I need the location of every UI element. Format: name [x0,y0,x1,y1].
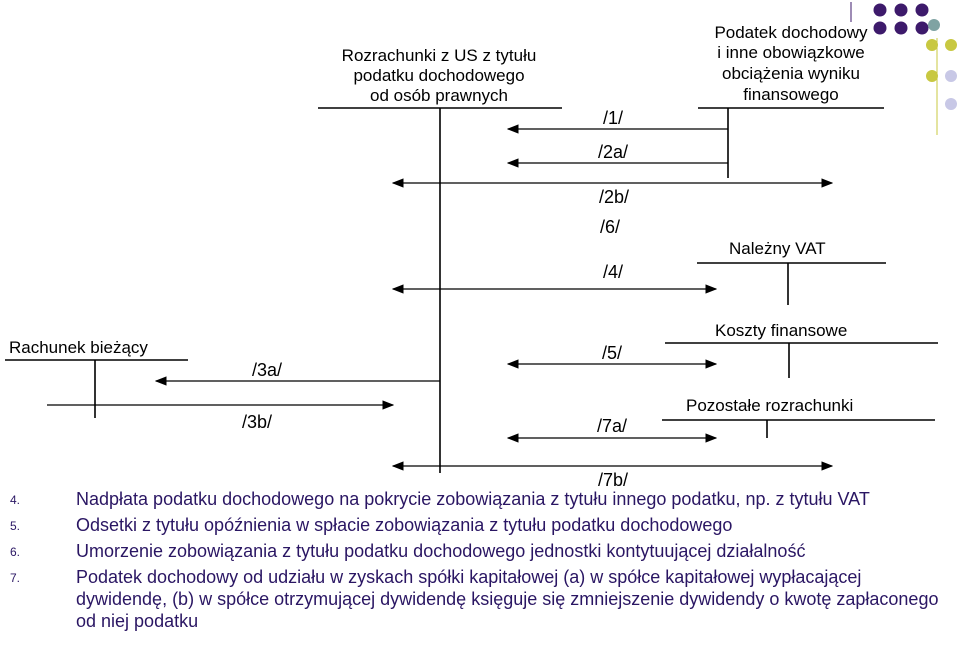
account-podatek-dochodowy: Podatek dochodowy i inne obowiązkowe obc… [698,23,884,178]
decor-dot [894,3,908,17]
decor-dot [926,39,938,51]
account-nalezny-vat: Należny VAT [697,239,886,305]
account-koszty-finansowe: Koszty finansowe [665,321,938,378]
account-us: Rozrachunki z US z tytułu podatku dochod… [318,46,562,473]
decor-dot [945,39,957,51]
account-title-line: podatku dochodowego [353,66,524,85]
operation-arrows [47,124,834,471]
account-title: Rachunek bieżący [9,338,148,357]
account-title-line: obciążenia wyniku [722,64,860,83]
account-pozostale-rozrachunki: Pozostałe rozrachunki [662,396,935,438]
note-item: 5. Odsetki z tytułu opóźnienia w spłacie… [10,514,955,536]
note-item: 6. Umorzenie zobowiązania z tytułu podat… [10,540,955,562]
operation-label: /3b/ [242,412,272,432]
operation-label: /1/ [603,108,623,128]
decor-dot [915,21,929,35]
decor-dot [873,3,887,17]
operation-label: /6/ [600,217,620,237]
operation-label: /5/ [602,343,622,363]
decor-dot [945,98,957,110]
account-title-line: finansowego [743,85,838,104]
note-number: 4. [10,493,21,507]
decor-dot [915,3,929,17]
operation-label: /4/ [603,262,623,282]
decor-dot [945,70,957,82]
decor-dot [928,19,940,31]
account-title: Koszty finansowe [715,321,847,340]
decor-dot [894,21,908,35]
operation-label: /2a/ [598,142,628,162]
note-text: Podatek dochodowy od udziału w zyskach s… [76,567,939,631]
operation-label: /7b/ [598,470,628,488]
operation-label: /3a/ [252,360,282,380]
operation-label: /7a/ [597,416,627,436]
note-text: Nadpłata podatku dochodowego na pokrycie… [76,489,870,509]
note-text: Odsetki z tytułu opóźnienia w spłacie zo… [76,515,733,535]
note-number: 5. [10,519,21,533]
decor-dot [926,70,938,82]
operation-label: /2b/ [599,187,629,207]
account-title-line: Podatek dochodowy [714,23,868,42]
account-rachunek-biezacy: Rachunek bieżący [5,338,188,418]
accounting-diagram: Rozrachunki z US z tytułu podatku dochod… [5,2,957,488]
account-title: Pozostałe rozrachunki [686,396,853,415]
decorative-dots [850,2,957,135]
note-number: 7. [10,571,21,585]
note-item: 4. Nadpłata podatku dochodowego na pokry… [10,488,955,510]
decor-dot [873,21,887,35]
account-title-line: Rozrachunki z US z tytułu [342,46,537,65]
account-title-line: i inne obowiązkowe [717,43,864,62]
account-title-line: od osób prawnych [370,86,508,105]
note-item: 7. Podatek dochodowy od udziału w zyskac… [10,566,955,632]
operation-labels: /1/ /2a/ /2b/ /6/ /4/ /5/ /3a/ /3b/ /7a/… [242,108,629,488]
note-text: Umorzenie zobowiązania z tytułu podatku … [76,541,806,561]
account-title: Należny VAT [729,239,826,258]
note-number: 6. [10,545,21,559]
notes-list: 4. Nadpłata podatku dochodowego na pokry… [10,488,955,635]
